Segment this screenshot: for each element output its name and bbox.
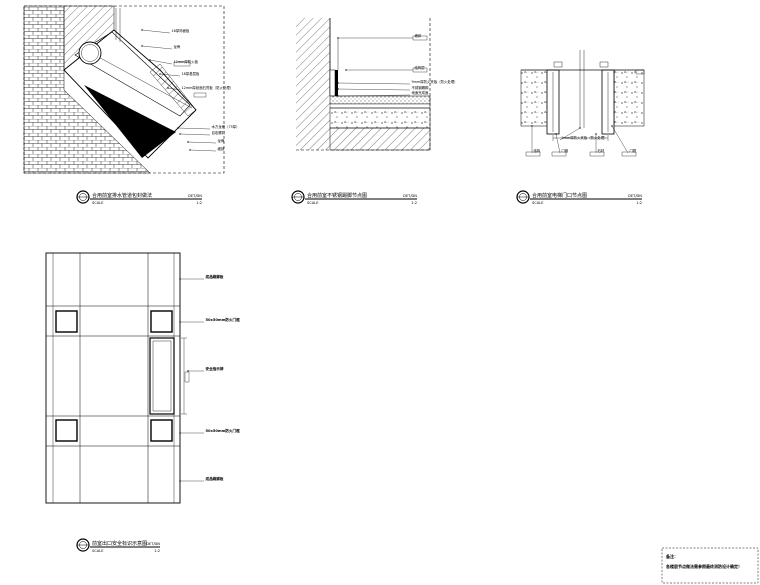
annotation-label: 木方龙骨（75厚） [212,124,240,129]
annotation-label: 12mm厚防火板 [174,59,199,64]
annotation-label: 墙体 [415,33,422,38]
annotation-label: 9mm厚防火夹板（防火处理） [412,79,458,84]
note-heading: 备注： [665,553,678,559]
annotation-label: 成品踢脚板 [206,476,224,481]
annotation-label: 地面完成面 [412,90,430,95]
note-box: 备注： 各楼层节点做法需参照最终消防设计确定！ [661,547,759,584]
fire-door-frame-tr [150,310,173,333]
annotation-label: 结构 [534,148,541,153]
annotation-label: 成品踢脚板 [206,274,224,279]
detail-title-text: 合用前室排水管道包封做法 [92,192,152,199]
annotation-label: 门框 [630,148,637,153]
scale-label: SCALE [92,549,104,553]
scale-value: 1:2 [196,201,202,205]
detail-title-2: 合用前室不锈钢踢脚节点图 SCALE 1:2 DET/DN [291,190,417,205]
scale-label: SCALE [92,201,104,205]
scale-label: SCALE [307,201,319,205]
annotation-label: 9mm厚防火夹板（防火处理） [562,135,608,140]
pipe-circle [78,41,102,65]
annotation-label: 龙骨 [174,44,181,49]
detail-title-text: 合用前室不锈钢踢脚节点图 [307,192,367,199]
annotation-label: 门套 [562,148,569,153]
annotation-label: 自攻螺钉 [212,130,226,135]
fire-door-frame-bl [55,419,78,442]
annotation-label: 石材 [598,148,605,153]
fire-door-frame-tl [55,310,78,333]
scale-value: 1:2 [411,201,417,205]
annotation-label: 细部 [218,146,225,151]
scale-value: 1:2 [154,549,160,553]
scale-label: SCALE [532,201,544,205]
safety-sign-panel [149,337,175,415]
annotation-label: 50x50mm防火门框 [206,317,241,322]
annotation-label: 18厚饰面板 [172,28,190,33]
annotation-label: 安全指示牌 [206,366,224,371]
detail-code: DET/DN [403,194,417,198]
detail-code: DET/DN [146,542,160,546]
detail-title-4: 前室出口安全标识示意图 SCALE 1:2 DET/DN [76,538,160,553]
detail-code: DET/DN [628,194,642,198]
detail-3-annotations: 结构 门套 石材 门框 9mm厚防火夹板（防火处理） [534,135,637,153]
detail-title-1: 合用前室排水管道包封做法 SCALE 1:2 DET/DN [76,190,202,205]
annotation-label: 不锈钢踢脚 [412,85,430,90]
scale-value: 1:2 [636,201,642,205]
fire-door-frame-br [150,419,173,442]
detail-1-annotations: 18厚饰面板龙骨12mm厚防火板18厚基层板12mm厚纸面石膏板（防火处理）木方… [172,28,240,151]
annotation-label: 50x50mm防火门框 [206,428,241,433]
annotation-label: 龙骨 [218,138,225,143]
annotation-label: 结构层 [415,65,426,70]
detail-title-text: 前室出口安全标识示意图 [92,540,147,547]
detail-title-text: 合用前室电梯门口节点图 [532,192,587,199]
note-text: 各楼层节点做法需参照最终消防设计确定！ [665,563,742,569]
detail-title-3: 合用前室电梯门口节点图 SCALE 1:2 DET/DN [516,190,642,205]
annotation-label: 12mm厚纸面石膏板（防火处理） [182,85,234,90]
detail-code: DET/DN [188,194,202,198]
annotation-label: 18厚基层板 [182,71,200,76]
detail-elevator-door: 结构 门套 石材 门框 9mm厚防火夹板（防火处理） [520,50,645,157]
detail-pipe-enclosure: 18厚饰面板龙骨12mm厚防火板18厚基层板12mm厚纸面石膏板（防火处理）木方… [23,5,240,174]
